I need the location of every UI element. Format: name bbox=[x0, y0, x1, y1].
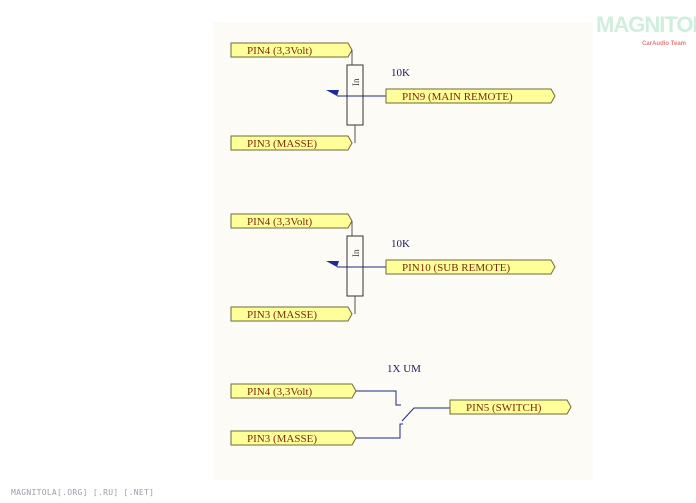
net-label-pin3-text: PIN3 (MASSE) bbox=[247, 138, 317, 150]
net-label-output-text: PIN5 (SWITCH) bbox=[466, 402, 542, 414]
circuit-main-remote: PIN4 (3,3Volt) In 10K PIN9 (MAIN REMOTE)… bbox=[230, 42, 556, 151]
net-label-pin3 bbox=[230, 430, 357, 446]
net-label-pin4 bbox=[230, 383, 357, 399]
net-label-pin3-text: PIN3 (MASSE) bbox=[247, 309, 317, 321]
circuit-sub-remote: PIN4 (3,3Volt) In 10K PIN10 (SUB REMOTE)… bbox=[230, 213, 556, 322]
schematic-sheet: PIN4 (3,3Volt) In 10K PIN9 (MAIN REMOTE)… bbox=[213, 22, 593, 480]
switch-icon bbox=[356, 390, 450, 439]
net-label-pin4 bbox=[230, 213, 353, 229]
wiper-arrow-icon bbox=[326, 261, 339, 267]
net-label-pin3 bbox=[230, 135, 353, 151]
magnitola-logo: MAGNITOLA CarAudio Team bbox=[596, 14, 696, 50]
net-label-pin3-text: PIN3 (MASSE) bbox=[247, 433, 317, 445]
net-label-pin4-text: PIN4 (3,3Volt) bbox=[247, 45, 313, 57]
logo-subtitle: CarAudio Team bbox=[642, 41, 686, 47]
net-label-output bbox=[385, 88, 556, 104]
component-value: 10K bbox=[391, 67, 410, 79]
net-label-output-text: PIN10 (SUB REMOTE) bbox=[402, 262, 511, 274]
net-label-pin3 bbox=[230, 306, 353, 322]
potentiometer-icon bbox=[346, 235, 364, 297]
logo-title: MAGNITOLA bbox=[596, 12, 696, 37]
svg-text:In: In bbox=[351, 249, 361, 257]
schematic: PIN4 (3,3Volt) In 10K PIN9 (MAIN REMOTE)… bbox=[230, 42, 572, 446]
net-label-output bbox=[385, 259, 556, 275]
net-label-output bbox=[449, 399, 572, 415]
potentiometer-icon bbox=[346, 64, 364, 126]
net-label-output-text: PIN9 (MAIN REMOTE) bbox=[402, 91, 513, 103]
circuit-switch: 1X UM PIN4 (3,3Volt) PIN3 (MASSE) PIN5 (… bbox=[230, 363, 572, 446]
net-label-pin4 bbox=[230, 42, 353, 58]
component-value: 1X UM bbox=[387, 363, 421, 375]
footer-watermark: MAGNITOLA[.ORG] [.RU] [.NET] bbox=[11, 488, 155, 497]
component-value: 10K bbox=[391, 238, 410, 250]
svg-text:In: In bbox=[351, 78, 361, 86]
wiper-arrow-icon bbox=[326, 90, 339, 96]
net-label-pin4-text: PIN4 (3,3Volt) bbox=[247, 386, 313, 398]
net-label-pin4-text: PIN4 (3,3Volt) bbox=[247, 216, 313, 228]
